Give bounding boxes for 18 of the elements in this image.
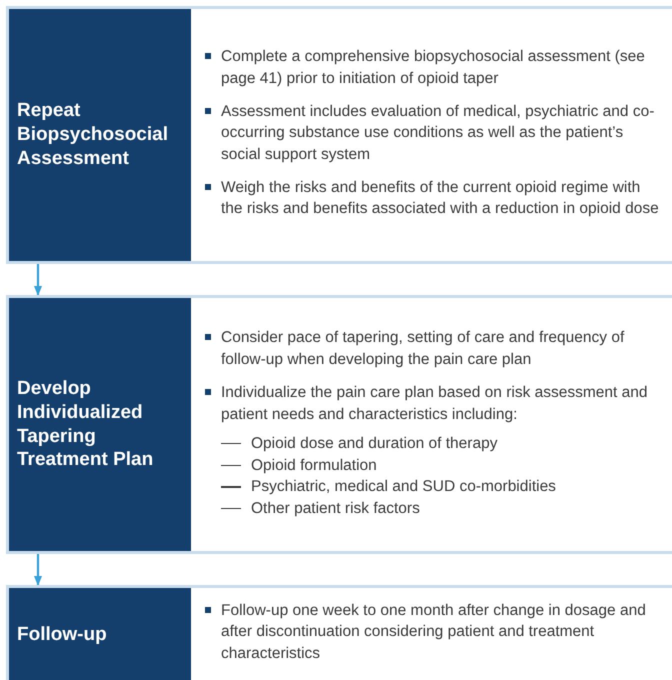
bullet-text: Complete a comprehensive biopsychosocial assessment (see page 41) prior to initiation of opioid taper xyxy=(221,48,645,87)
step-panel xyxy=(6,585,672,680)
bullet-text: Weigh the risks and benefits of the current opioid regime with the risks and benefits associated with a reduction in opioid dose xyxy=(221,179,659,218)
sub-item-text: Opioid formulation xyxy=(251,456,377,474)
step-heading: Repeat Biopsychosocial Assessment xyxy=(9,9,191,261)
step-heading: Develop Individualized Tapering Treatment Plan xyxy=(9,298,191,551)
sub-item-text: Opioid dose and duration of therapy xyxy=(251,434,498,452)
bullet-text: Consider pace of tapering, setting of care and frequency of follow-up when developing the pain care plan xyxy=(221,329,624,368)
bullet-text: Assessment includes evaluation of medical, psychiatric and co-occurring substance use conditions as well as the patient’s social support system xyxy=(221,102,654,163)
step-panel xyxy=(6,6,672,264)
step-panel xyxy=(6,295,672,554)
step-heading: Follow-up xyxy=(9,588,191,680)
sub-item-text: Psychiatric, medical and SUD co-morbidities xyxy=(251,478,556,496)
arrow xyxy=(34,554,42,586)
arrow xyxy=(34,264,42,296)
sub-item-text: Other patient risk factors xyxy=(251,500,420,517)
bullet-text: Follow-up one week to one month after change in dosage and after discontinuation considering patient and treatment characteristics xyxy=(221,602,646,662)
bullet-text: Individualize the pain care plan based on risk assessment and patient needs and characteristics including: xyxy=(221,384,648,422)
